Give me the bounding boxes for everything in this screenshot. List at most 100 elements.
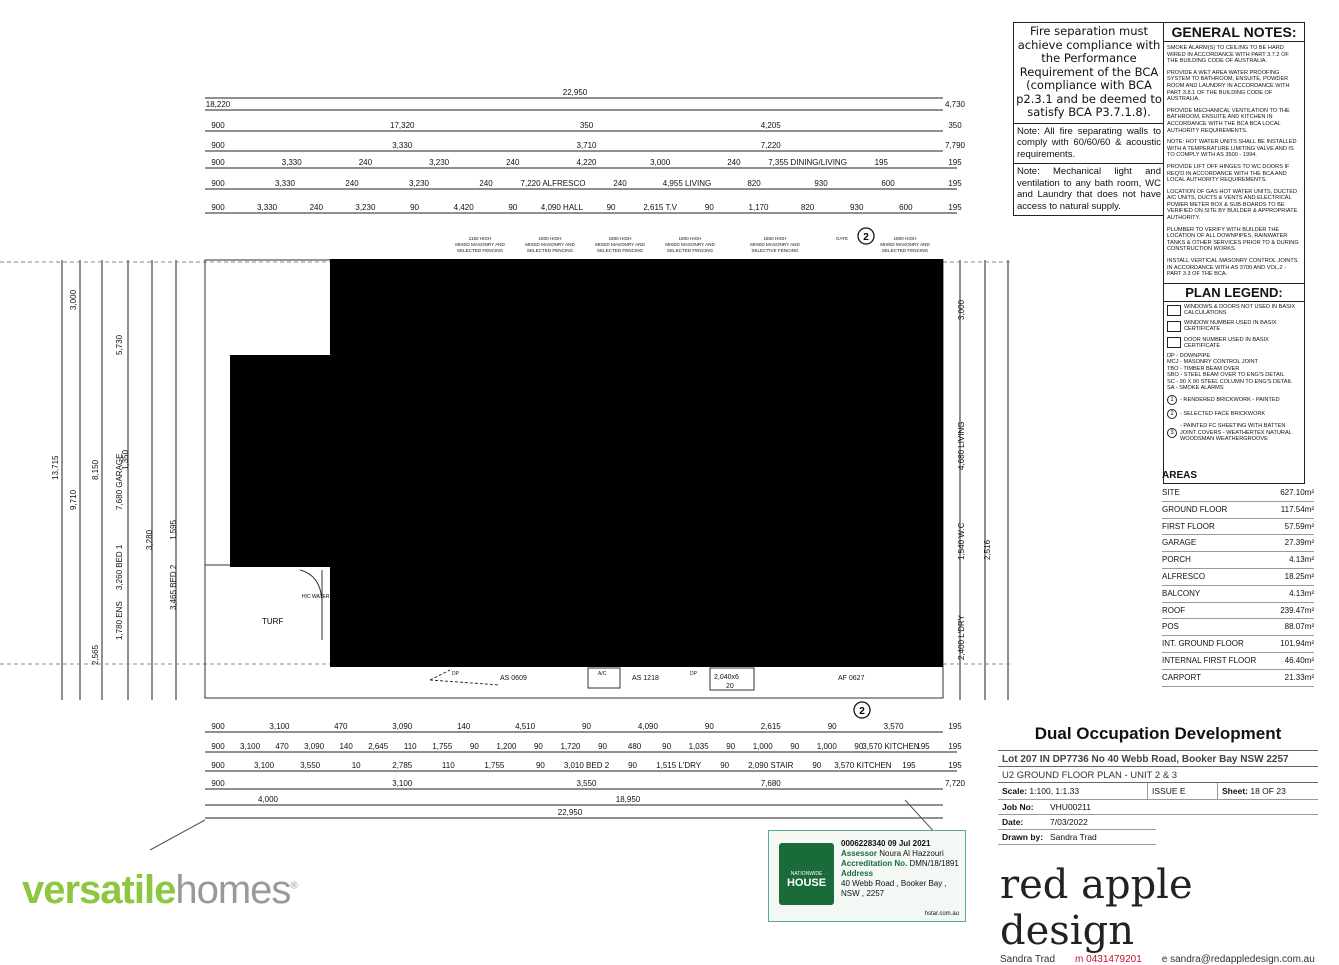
dimension-label: 240 <box>359 158 373 167</box>
dimension-label: 820 <box>747 179 761 188</box>
dimension-label: 90 <box>705 203 714 212</box>
dimension-label: 350 <box>948 121 962 130</box>
area-label: FIRST FLOOR <box>1162 521 1215 531</box>
dimension-label: 22,950 <box>563 88 588 97</box>
project-address: Lot 207 IN DP7736 No 40 Webb Road, Booke… <box>998 750 1318 766</box>
dimension-label: 930 <box>850 203 864 212</box>
dimension-label: 3,570 <box>884 722 905 731</box>
area-value: 101.94m² <box>1280 639 1314 649</box>
svg-text:AF 0627: AF 0627 <box>838 675 865 682</box>
legend-item: WINDOW NUMBER USED IN BASIX CERTIFICATE <box>1164 318 1304 334</box>
area-value: 88.07m² <box>1284 622 1314 632</box>
dimension-label: 600 <box>881 179 895 188</box>
area-value: 21.33m² <box>1284 672 1314 682</box>
dimension-label: 17,320 <box>390 121 415 130</box>
dimension-label: 140 <box>457 722 471 731</box>
dimension-label: 22,950 <box>558 808 583 817</box>
dimension-label: 2,400 L'DRY <box>957 614 966 660</box>
svg-text:2: 2 <box>859 706 865 717</box>
area-label: GROUND FLOOR <box>1162 504 1228 514</box>
dimension-label: 2,645 <box>368 742 389 751</box>
dimension-label: 195 <box>948 158 962 167</box>
legend-circle-icon: 3 <box>1167 427 1177 438</box>
dimension-label: 10 <box>352 761 361 770</box>
general-note: LOCATION OF GAS HOT WATER UNITS, DUCTED … <box>1167 188 1298 222</box>
dimension-label: 195 <box>948 179 962 188</box>
svg-text:2,040x6: 2,040x6 <box>714 674 739 681</box>
dimension-label: 900 <box>211 179 225 188</box>
dimension-label: 5,730 <box>115 334 124 355</box>
dimension-label: 7,680 GARAGE <box>115 454 124 510</box>
dimension-label: 3,230 <box>355 203 376 212</box>
dimension-label: 900 <box>211 158 225 167</box>
legend-item: 3- PAINTED FC SHEETING WITH BATTEN JOINT… <box>1164 421 1304 444</box>
dimension-label: 3,330 <box>275 179 296 188</box>
dimension-label: 195 <box>916 742 930 751</box>
dimension-label: 2,615 <box>761 722 782 731</box>
dimension-label: 900 <box>211 722 225 731</box>
dimension-label: 480 <box>628 742 642 751</box>
legend-box-icon <box>1167 337 1181 349</box>
dimension-label: 4,955 LIVING <box>663 179 711 188</box>
dimension-label: 1,035 <box>689 742 710 751</box>
drawn-row: Drawn by:Sandra Trad <box>998 829 1156 845</box>
dimension-label: 3,280 <box>145 529 154 550</box>
area-label: INTERNAL FIRST FLOOR <box>1162 655 1257 665</box>
dimension-label: 1,720 <box>560 742 581 751</box>
dimension-label: 4,420 <box>454 203 475 212</box>
nathers-certificate: NATIONWIDE HOUSE 0006228340 09 Jul 2021 … <box>768 830 966 922</box>
legend-circle-icon: 2 <box>1167 409 1177 420</box>
fence-label: 1800 HIGH <box>894 236 917 241</box>
building-footprint-redacted <box>330 259 943 667</box>
dimension-label: 4,090 HALL <box>541 203 584 212</box>
fence-label: SELECTED FENCING <box>527 248 574 253</box>
dimension-label: 7,355 DINING/LIVING <box>768 158 847 167</box>
dimension-label: 3,100 <box>240 742 261 751</box>
dimension-label: 240 <box>310 203 324 212</box>
dimension-label: 2,615 T.V <box>643 203 677 212</box>
area-value: 46.40m² <box>1284 655 1314 665</box>
dimension-label: 240 <box>506 158 520 167</box>
fence-label: MIXED MASONRY AND <box>750 242 800 247</box>
fire-separation-title: Fire separation must achieve compliance … <box>1014 23 1164 124</box>
dimension-label: 3,000 <box>69 289 78 310</box>
dimension-label: 195 <box>875 158 889 167</box>
fence-label: MIXED MASONRY AND <box>665 242 715 247</box>
area-value: 4.13m² <box>1289 555 1314 565</box>
project-title: Dual Occupation Development <box>1034 724 1282 743</box>
svg-text:20: 20 <box>726 683 734 690</box>
dimension-label: 110 <box>404 742 417 751</box>
section-marker-top: 2 <box>857 227 875 245</box>
dimension-label: 140 <box>339 742 353 751</box>
dimension-label: 90 <box>812 761 821 770</box>
dimension-label: 90 <box>470 742 479 751</box>
area-label: SITE <box>1162 488 1180 497</box>
svg-text:H/C WATER SHOWER: H/C WATER SHOWER <box>302 594 354 600</box>
dimension-label: 3,710 <box>576 141 597 150</box>
dimension-label: 195 <box>902 761 916 770</box>
dimension-label: 900 <box>211 121 225 130</box>
dimension-label: 3,100 <box>269 722 290 731</box>
fence-label: SELECTED FENCING <box>457 248 504 253</box>
legend-item: DOOR NUMBER USED IN BASIX CERTIFICATE <box>1164 335 1304 351</box>
dimension-label: 470 <box>334 722 348 731</box>
fence-label: MIXED MASONRY AND <box>525 242 575 247</box>
dimension-label: 900 <box>211 779 225 788</box>
dimension-label: 3,570 KITCHEN <box>862 742 920 751</box>
general-note: INSTALL VERTICAL MASONRY CONTROL JOINTS … <box>1167 258 1298 278</box>
fence-label: SELECTED FENCING <box>597 248 644 253</box>
right-dimension-lines <box>943 260 1010 700</box>
dimension-label: 2,565 <box>91 644 100 665</box>
area-value: 239.47m² <box>1280 605 1314 615</box>
dimension-label: 195 <box>948 742 962 751</box>
general-notes-title: GENERAL NOTES: <box>1164 23 1304 42</box>
area-label: INT. GROUND FLOOR <box>1162 639 1244 649</box>
general-note: PROVIDE MECHANICAL VENTILATION TO THE BA… <box>1167 107 1290 134</box>
plan-legend-title: PLAN LEGEND: <box>1164 282 1304 302</box>
dimension-label: 3,230 <box>429 158 450 167</box>
dimension-label: 4,000 <box>258 795 279 804</box>
fence-label: GATE <box>836 236 848 241</box>
